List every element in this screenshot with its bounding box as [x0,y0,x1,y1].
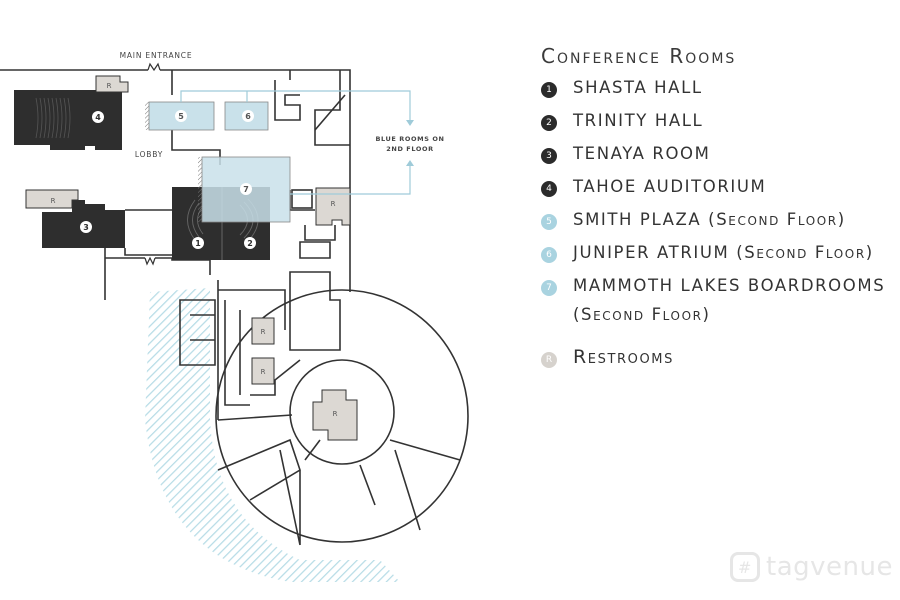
room-number: 6 [245,112,251,121]
restroom-marker: R [331,200,336,208]
legend-floor-note: (Second Floor) [736,243,874,262]
second-floor-arrows [180,90,411,195]
number-badge: 6 [541,247,557,263]
legend-label: MAMMOTH LAKES BOARDROOMS [573,276,886,295]
number-badge: 1 [541,82,557,98]
auditorium-seating-icon [35,97,71,139]
legend-item-juniper-atrium: 6 JUNIPER ATRIUM (Second Floor) [541,243,900,276]
lobby-label: LOBBY [135,150,163,159]
restroom-marker: R [107,82,112,90]
room-number: 5 [178,112,184,121]
restroom-marker: R [333,410,338,418]
legend: Conference Rooms 1 SHASTA HALL 2 TRINITY… [541,44,900,381]
legend-label: TENAYA ROOM [573,144,711,163]
building-walls [0,69,469,546]
legend-floor-note: (Second Floor) [708,210,846,229]
blue-rooms-note-line2: 2ND FLOOR [386,145,433,153]
room-number: 1 [195,239,201,248]
room-number: 7 [243,185,249,194]
restroom-marker: R [261,368,266,376]
room-number: 2 [247,239,253,248]
restroom-badge: R [541,352,557,368]
legend-item-smith-plaza: 5 SMITH PLAZA (Second Floor) [541,210,900,243]
legend-label: SHASTA HALL [573,78,703,97]
legend-label: SMITH PLAZA [573,210,702,229]
room-number: 4 [95,113,101,122]
legend-item-mammoth-lakes-boardrooms: 7 MAMMOTH LAKES BOARDROOMS (Second Floor) [541,276,900,338]
number-badge: 2 [541,115,557,131]
floor-plan: R R R R R R 4 3 1 2 5 6 7 MAIN ENTRANCE … [0,51,469,582]
legend-floor-note: (Second Floor) [573,305,711,324]
legend-label: JUNIPER ATRIUM [573,243,730,262]
room-number: 3 [83,223,89,232]
legend-item-restrooms: R Restrooms [541,346,900,381]
tagvenue-logo-icon: # [730,552,760,582]
number-badge: 7 [541,280,557,296]
restroom-marker: R [261,328,266,336]
watermark-text: tagvenue [766,552,893,582]
number-badge: 5 [541,214,557,230]
legend-item-trinity-hall: 2 TRINITY HALL [541,111,900,144]
main-entrance-label: MAIN ENTRANCE [120,51,193,60]
door-icon [144,256,156,266]
water-area [145,288,400,582]
legend-item-shasta-hall: 1 SHASTA HALL [541,78,900,111]
blue-rooms-note-line1: BLUE ROOMS ON [375,135,444,143]
room-number-badges: 4 3 1 2 5 6 7 [80,110,256,249]
arrow-heads-icon [406,120,414,166]
legend-label: TRINITY HALL [573,111,704,130]
legend-label: TAHOE AUDITORIUM [573,177,767,196]
legend-title: Conference Rooms [541,44,737,68]
legend-item-tenaya-room: 3 TENAYA ROOM [541,144,900,177]
number-badge: 4 [541,181,557,197]
restrooms [25,75,358,441]
watermark: # tagvenue [730,552,893,582]
entrance-door-icon [147,62,161,72]
legend-item-tahoe-auditorium: 4 TAHOE AUDITORIUM [541,177,900,210]
restroom-marker: R [51,197,56,205]
legend-label: Restrooms [573,346,674,368]
number-badge: 3 [541,148,557,164]
